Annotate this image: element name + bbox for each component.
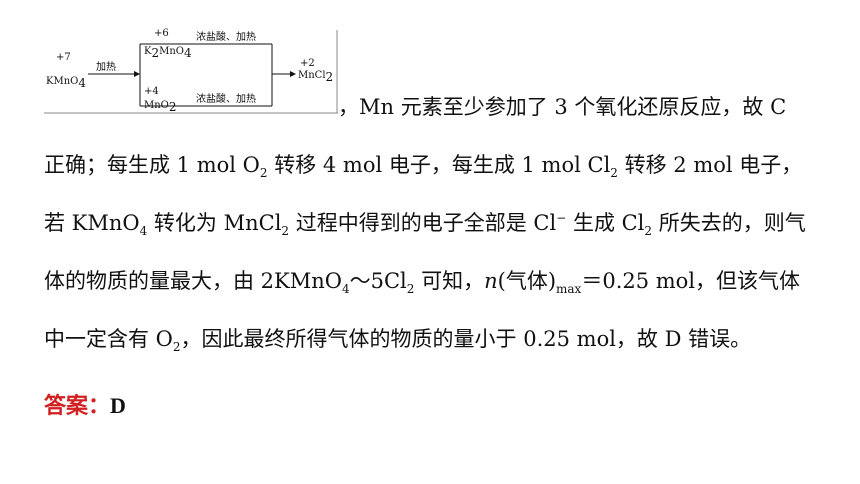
arrow-end-head: [290, 71, 296, 77]
lower-label: 浓盐酸、加热: [196, 94, 256, 105]
text-line-2: 正确；每生成 1 mol O2 转移 4 mol 电子，每生成 1 mol Cl…: [44, 153, 803, 181]
answer: 答案：D: [44, 388, 126, 420]
text-line-1: ，Mn 元素至少参加了 3 个氧化还原反应，故 C: [338, 95, 787, 119]
text-line-3: 若 KMnO4 转化为 MnCl2 过程中得到的电子全部是 Cl− 生成 Cl2…: [44, 211, 806, 239]
answer-label: 答案：: [44, 394, 111, 419]
upper-label: 浓盐酸、加热: [196, 32, 256, 43]
upper-formula: K2MnO4: [144, 46, 192, 60]
upper-oxidation: +6: [154, 28, 169, 39]
reaction-diagram: +7 KMnO4 加热 +6 K2MnO4 浓盐酸、加热 +4 MnO2 浓盐酸…: [44, 28, 338, 114]
start-oxidation: +7: [56, 52, 71, 63]
start-formula: KMnO4: [46, 76, 86, 90]
end-oxidation: +2: [300, 58, 315, 69]
end-formula: MnCl2: [298, 70, 334, 84]
lower-formula: MnO2: [144, 100, 177, 114]
text-line-5: 中一定含有 O2，因此最终所得气体的物质的量小于 0.25 mol，故 D 错误…: [44, 327, 752, 355]
lower-oxidation: +4: [144, 86, 159, 97]
diagram-lines: [44, 30, 338, 114]
arrow-label: 加热: [96, 62, 116, 73]
arrow-start-head: [134, 71, 140, 77]
text-line-4: 体的物质的量最大，由 2KMnO4～5Cl2 可知，n(气体)max＝0.25 …: [44, 269, 801, 297]
answer-value: D: [110, 393, 126, 418]
